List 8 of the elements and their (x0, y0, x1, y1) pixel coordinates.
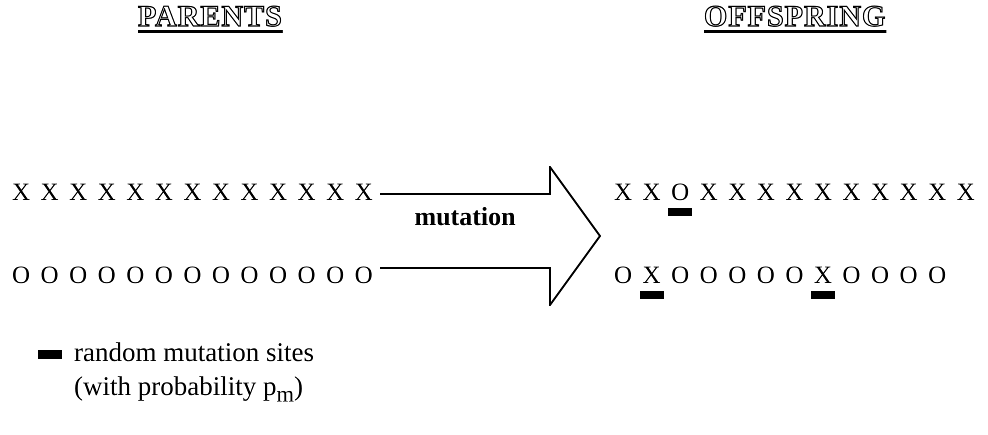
chromosome-string: XXXXXXXXXXXXX (12, 178, 384, 208)
chromosome-string: OOOOOOOOOOOOO (12, 261, 384, 291)
arrow-label: mutation (413, 202, 517, 232)
heading: PARENTS (138, 0, 283, 34)
heading: OFFSPRING (704, 0, 886, 34)
chromosome-string: XXOXXXXXXXXXX (614, 178, 986, 208)
chromosome-string: OXOOOOOXOOOO (614, 261, 957, 291)
legend-text: random mutation sites (with probability p$_{m}$) (74, 336, 315, 408)
